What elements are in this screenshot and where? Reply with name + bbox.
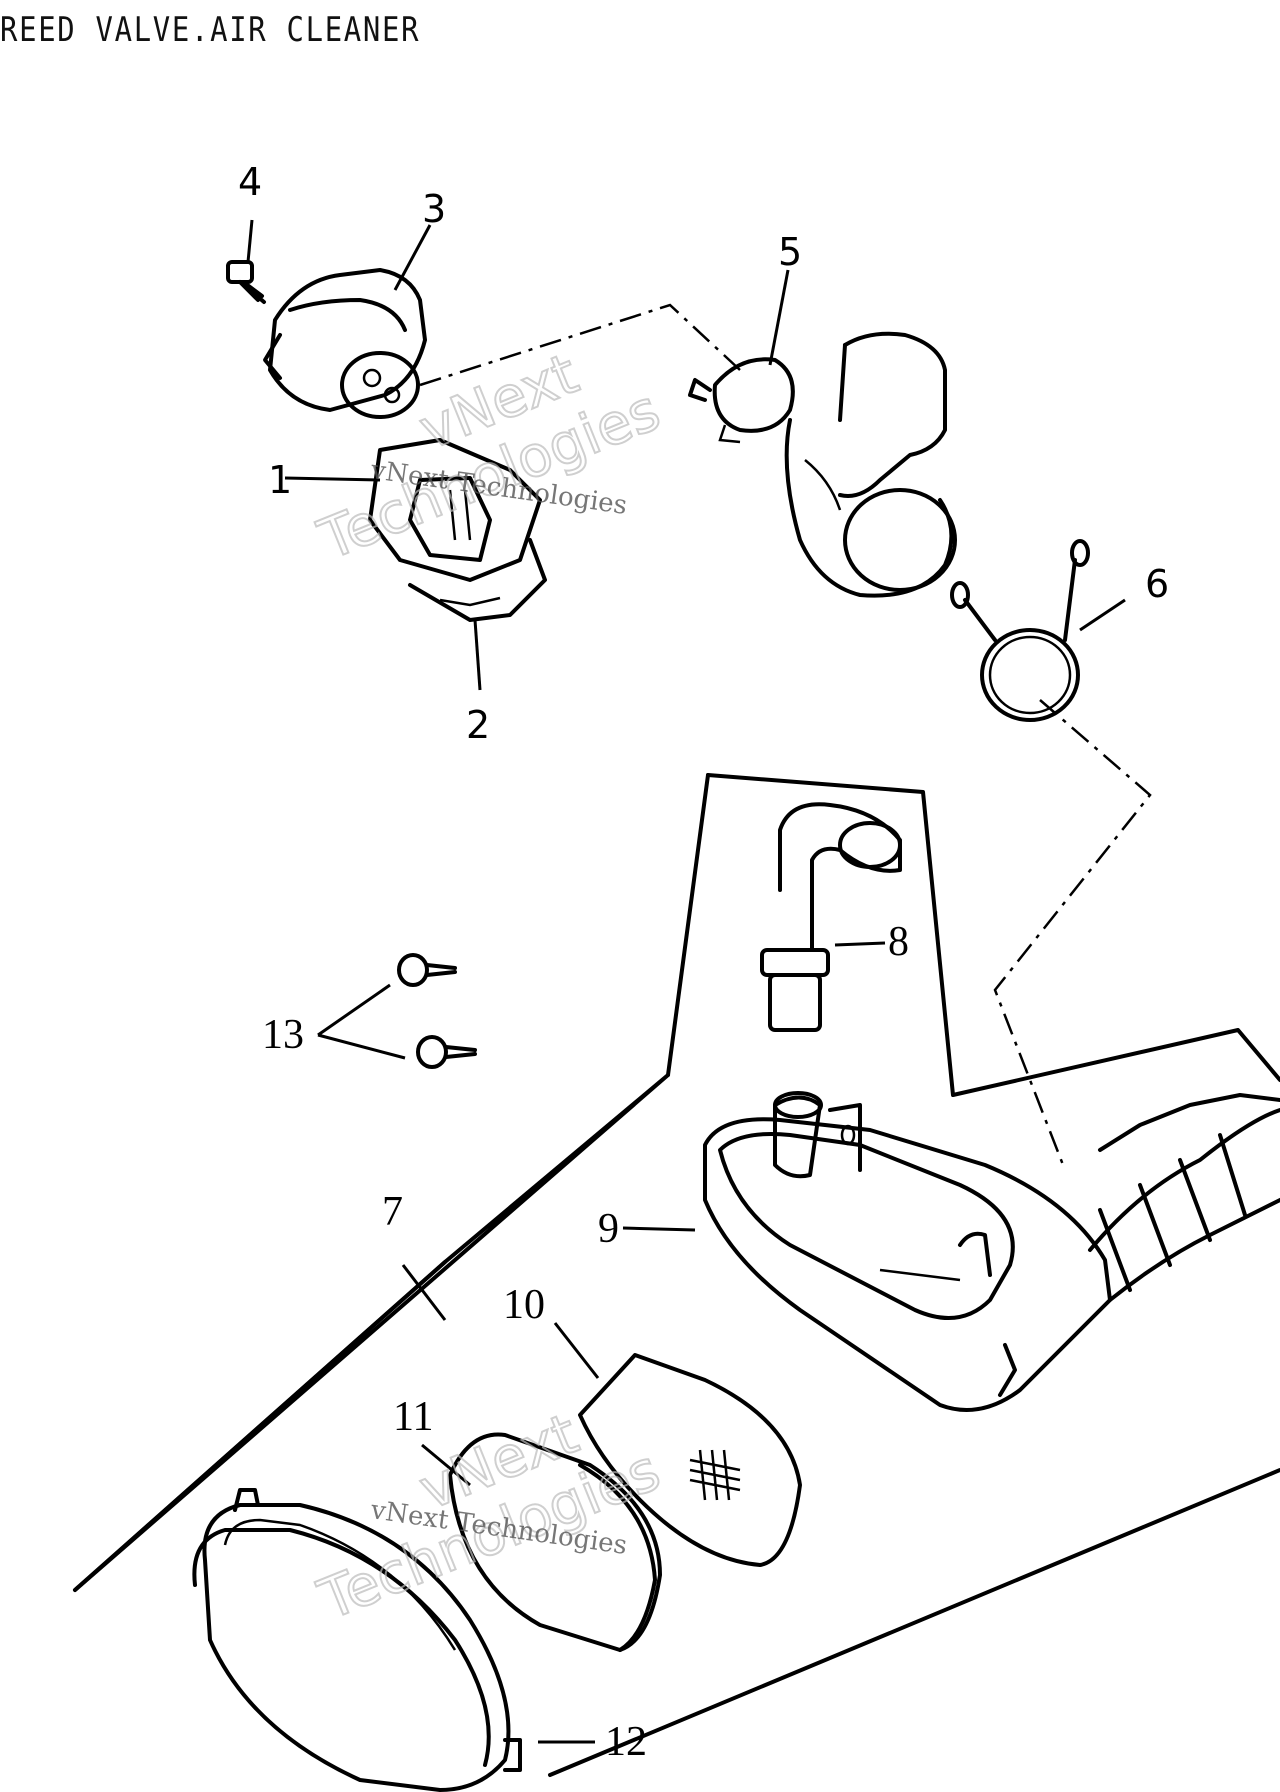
callout-13: 13 <box>262 1012 304 1058</box>
part-10-filter-screen <box>578 1353 802 1567</box>
callout-1: 1 <box>268 458 292 502</box>
callout-6: 6 <box>1145 562 1169 606</box>
part-6-clamp-ring <box>950 539 1090 722</box>
part-11-filter-element <box>448 1432 662 1652</box>
watermark-lower: vNext Technologies vNext Technologies <box>309 1400 670 1634</box>
callout-7: 7 <box>382 1189 403 1235</box>
part-2-gasket <box>408 538 547 622</box>
part-5-clamp <box>688 357 795 444</box>
assembly-centerlines <box>419 303 1152 1171</box>
part-8-breather-tube <box>760 802 902 1032</box>
part-12-cover <box>192 1488 522 1792</box>
callout-2: 2 <box>466 703 490 747</box>
leader-lines <box>246 219 1126 1744</box>
callout-10: 10 <box>503 1282 545 1328</box>
part-1-reed-valve <box>368 438 542 582</box>
callout-4: 4 <box>238 160 262 204</box>
callout-3: 3 <box>422 187 446 231</box>
callout-labels: 4 3 5 1 2 6 8 13 7 9 10 11 12 <box>238 160 1169 1765</box>
callout-11: 11 <box>393 1394 433 1440</box>
part-4-bolt <box>226 260 266 304</box>
callout-9: 9 <box>598 1206 619 1252</box>
part-3-reed-valve-body <box>263 268 427 419</box>
diagram-title: REED VALVE.AIR CLEANER <box>0 10 421 50</box>
callout-5: 5 <box>778 230 802 274</box>
part-7-assembly-outline <box>73 773 1280 1777</box>
intake-elbow <box>784 331 957 598</box>
part-13-screws <box>397 953 477 1069</box>
part-9-air-cleaner-case <box>703 1091 1280 1412</box>
callout-12: 12 <box>605 1719 647 1765</box>
callout-8: 8 <box>888 919 909 965</box>
